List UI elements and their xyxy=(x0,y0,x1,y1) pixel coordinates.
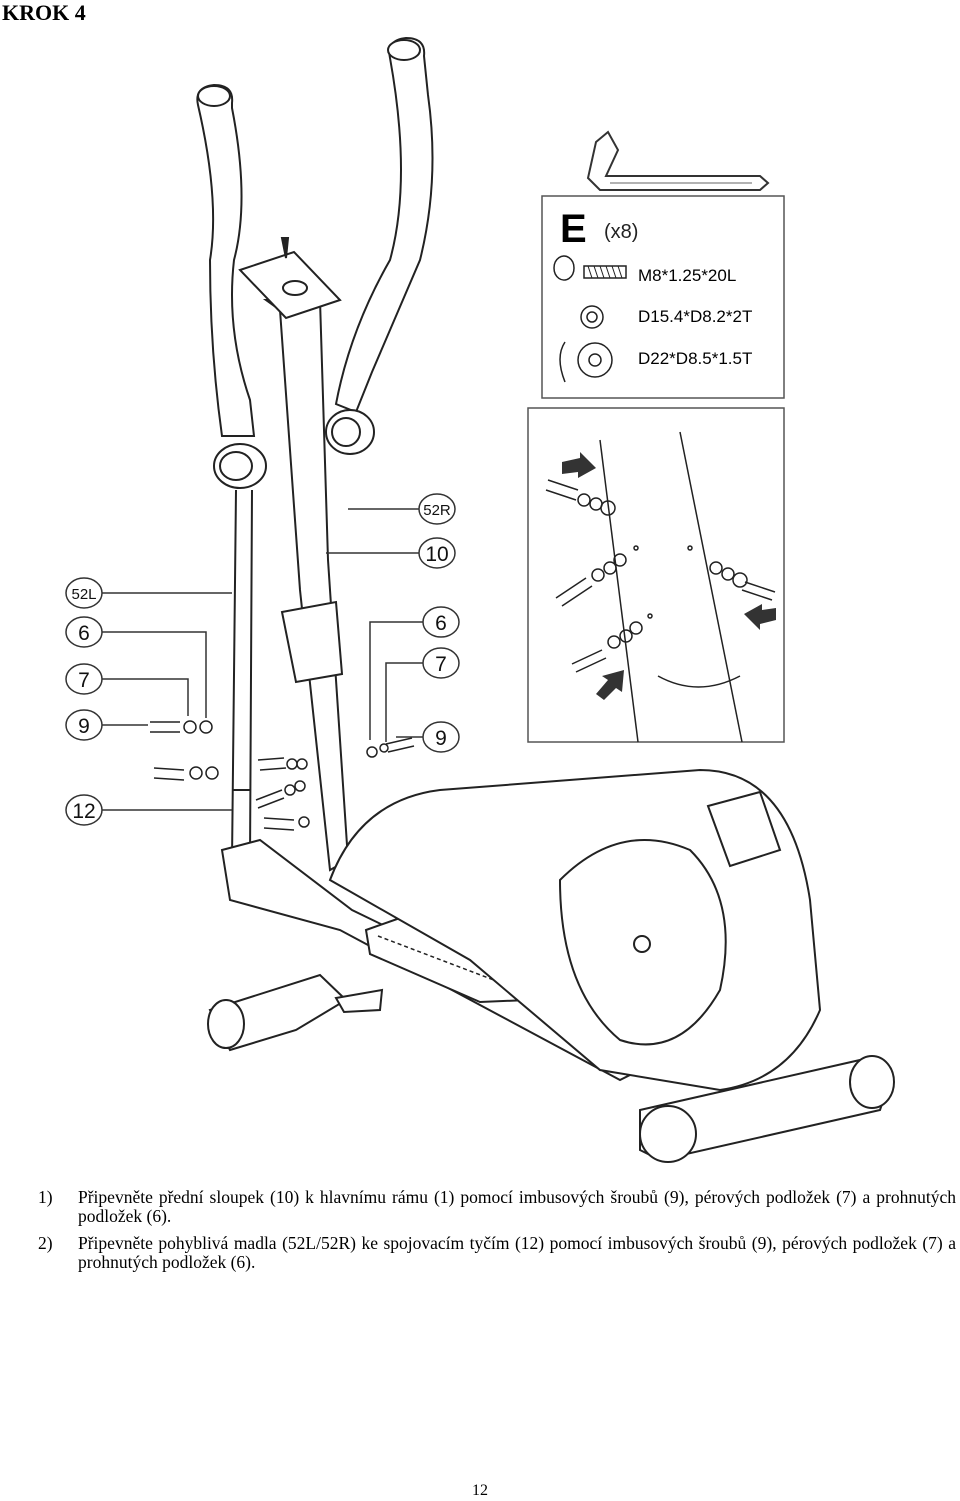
detail-inset xyxy=(527,407,785,743)
callout-52r-label: 52R xyxy=(423,502,451,519)
callout-9-right-label: 9 xyxy=(435,727,447,750)
curved-washer-icon xyxy=(559,341,613,383)
hardware-kit-box: E (x8) M8*1.25*20L D15.4*D8.2*2T D22*D8.… xyxy=(541,195,785,399)
callout-9-right xyxy=(396,721,460,753)
callouts xyxy=(65,493,460,826)
kit-spring-washer-spec: D15.4*D8.2*2T xyxy=(638,307,752,326)
loose-hardware xyxy=(150,720,415,831)
callout-52l xyxy=(65,577,232,609)
callout-10-label: 10 xyxy=(425,543,448,566)
instruction-2: 2) Připevněte pohyblivá madla (52L/52R) … xyxy=(38,1234,956,1272)
instruction-1-number: 1) xyxy=(38,1187,53,1207)
step-title: KROK 4 xyxy=(2,0,86,25)
callout-12-label: 12 xyxy=(72,800,95,823)
callout-12 xyxy=(65,794,232,826)
direction-arrows xyxy=(562,452,776,700)
elliptical-trainer-drawing xyxy=(196,36,895,1163)
callout-7-left-label: 7 xyxy=(78,669,90,692)
instructions: 1) Připevněte přední sloupek (10) k hlav… xyxy=(38,1188,956,1280)
callout-7-left xyxy=(65,663,189,716)
page-number: 12 xyxy=(472,1482,488,1499)
hex-bolt-icon xyxy=(553,255,627,281)
assembly-illustration: E (x8) M8*1.25*20L D15.4*D8.2*2T D22*D8.… xyxy=(65,36,895,1163)
instruction-2-text: Připevněte pohyblivá madla (52L/52R) ke … xyxy=(78,1233,956,1272)
callout-labels: 52L 6 7 9 12 52R 10 6 7 9 xyxy=(71,502,450,823)
callout-9-left xyxy=(65,709,148,741)
callout-7-right xyxy=(385,647,460,742)
instruction-1-text: Připevněte přední sloupek (10) k hlavním… xyxy=(78,1187,956,1226)
callout-52r xyxy=(348,493,456,525)
kit-curved-washer-spec: D22*D8.5*1.5T xyxy=(638,349,752,368)
callout-9-left-label: 9 xyxy=(78,715,90,738)
kit-letter: E xyxy=(560,207,587,251)
kit-quantity: (x8) xyxy=(604,221,638,243)
spring-washer-icon xyxy=(580,305,604,329)
callout-6-left xyxy=(65,616,207,718)
kit-bolt-spec: M8*1.25*20L xyxy=(638,266,736,285)
instruction-2-number: 2) xyxy=(38,1233,53,1253)
callout-6-right-label: 6 xyxy=(435,612,447,635)
callout-52l-label: 52L xyxy=(71,586,96,603)
callout-6-left-label: 6 xyxy=(78,622,90,645)
callout-7-right-label: 7 xyxy=(435,653,447,676)
instruction-1: 1) Připevněte přední sloupek (10) k hlav… xyxy=(38,1188,956,1226)
callout-6-right xyxy=(369,606,460,740)
allen-key-icon xyxy=(586,130,770,191)
callout-10 xyxy=(326,537,456,569)
